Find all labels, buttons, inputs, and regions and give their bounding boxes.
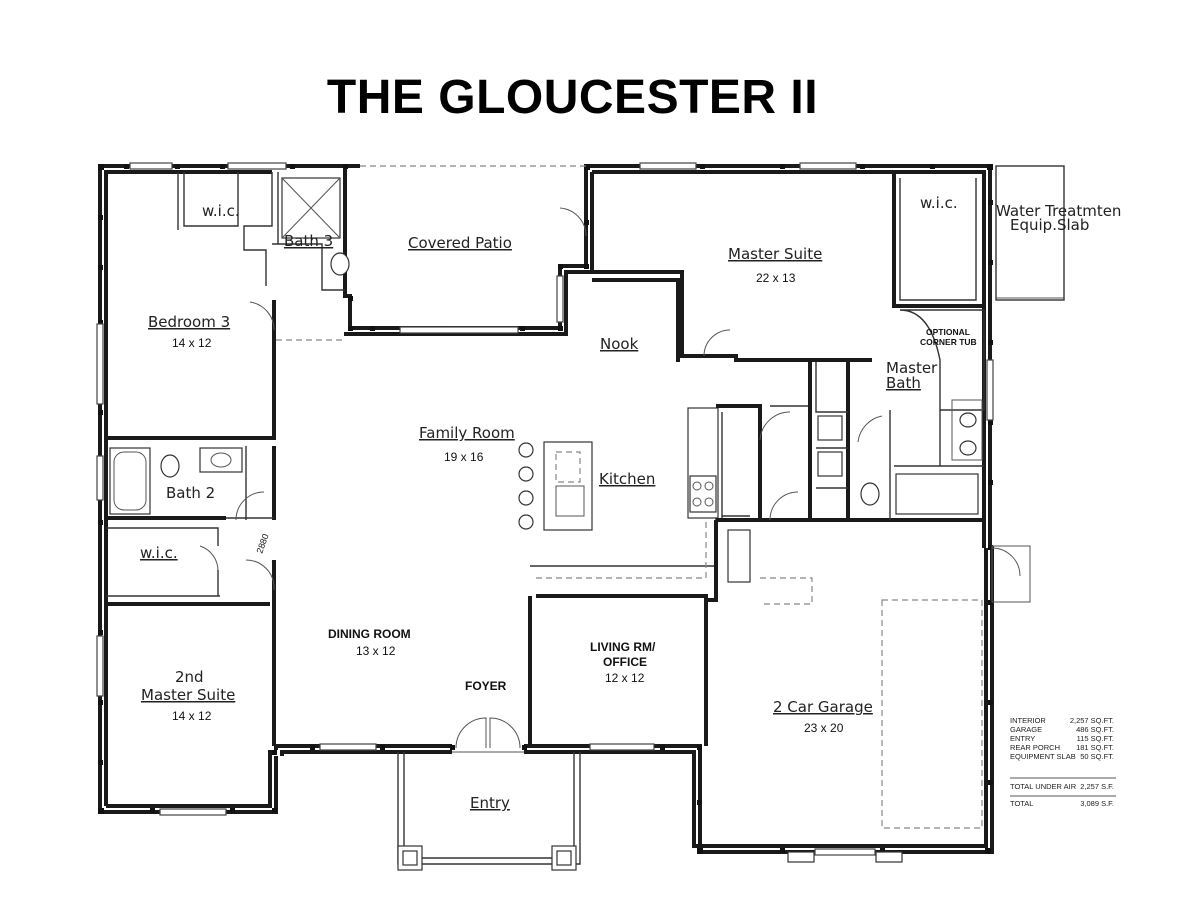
sqft-row-value: 486 SQ.FT. [1076, 725, 1114, 734]
fixtures [109, 177, 977, 863]
master-bath-line1: Master [886, 359, 938, 377]
garage-size: 23 x 20 [804, 721, 844, 735]
bath3-label: Bath 3 [284, 232, 333, 250]
wic-bedroom3-label: w.i.c. [202, 202, 240, 220]
family-room-size: 19 x 16 [444, 450, 484, 464]
room-labels: w.i.c. Bath 3 Bedroom 3 14 x 12 Covered … [140, 194, 1121, 812]
sqft-row-value: 50 SQ.FT. [1080, 752, 1114, 761]
second-master-line1: 2nd [175, 668, 204, 686]
bedroom3-size: 14 x 12 [172, 336, 212, 350]
total-under-air-label: TOTAL UNDER AIR [1010, 782, 1077, 791]
sqft-row-label: EQUIPMENT SLAB [1010, 752, 1076, 761]
sqft-row-value: 181 SQ.FT. [1076, 743, 1114, 752]
wic-2nd-label: w.i.c. [140, 544, 178, 562]
dining-room-size: 13 x 12 [356, 644, 396, 658]
wic-master-label: w.i.c. [920, 194, 958, 212]
garage-label: 2 Car Garage [773, 698, 873, 716]
door-2880-label: 2880 [254, 532, 270, 554]
entry-porch [397, 717, 581, 871]
water-treatment-line2: Equip.Slab [1010, 216, 1089, 234]
sqft-row-value: 115 SQ.FT. [1077, 734, 1114, 743]
windows [96, 162, 994, 856]
total-label: TOTAL [1010, 799, 1033, 808]
interior-walls [106, 165, 1065, 746]
optional-tub-line2: CORNER TUB [920, 337, 977, 347]
living-office-size: 12 x 12 [605, 671, 645, 685]
door-swings [199, 207, 1021, 591]
bedroom3-label: Bedroom 3 [148, 313, 230, 331]
plan-title: THE GLOUCESTER II [326, 71, 819, 124]
living-office-line2: OFFICE [603, 655, 647, 669]
entry-label: Entry [470, 794, 510, 812]
sqft-row-value: 2,257 SQ.FT. [1070, 716, 1114, 725]
second-master-size: 14 x 12 [172, 709, 212, 723]
second-master-line2: Master Suite [141, 686, 235, 704]
bath2-label: Bath 2 [166, 484, 215, 502]
living-office-line1: LIVING RM/ [590, 640, 656, 654]
sqft-row-label: INTERIOR [1010, 716, 1046, 725]
sqft-row-label: GARAGE [1010, 725, 1042, 734]
dining-room-label: DINING ROOM [328, 627, 411, 641]
family-room-label: Family Room [419, 424, 515, 442]
nook-label: Nook [600, 335, 639, 353]
covered-patio-label: Covered Patio [408, 234, 512, 252]
sqft-row-label: REAR PORCH [1010, 743, 1060, 752]
total-under-air-value: 2,257 S.F. [1080, 782, 1114, 791]
foyer-label: FOYER [465, 679, 507, 693]
dashed-outlines [276, 165, 1031, 829]
master-bath-line2: Bath [886, 374, 921, 392]
square-footage-table: INTERIOR 2,257 SQ.FT. GARAGE 486 SQ.FT. … [1010, 716, 1116, 808]
water-treatment-line1: Water Treatmten [996, 202, 1121, 220]
master-suite-size: 22 x 13 [756, 271, 796, 285]
kitchen-label: Kitchen [599, 470, 655, 488]
total-value: 3,089 S.F. [1080, 799, 1114, 808]
sqft-row-label: ENTRY [1010, 734, 1035, 743]
master-suite-label: Master Suite [728, 245, 822, 263]
optional-tub-line1: OPTIONAL [926, 327, 970, 337]
